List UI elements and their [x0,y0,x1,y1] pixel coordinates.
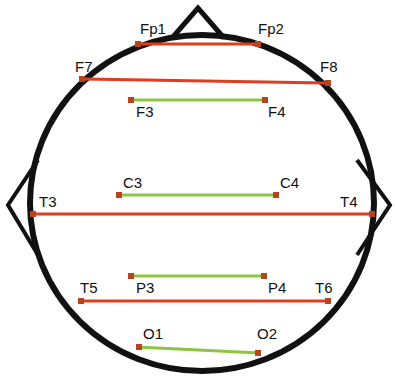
electrode-pair-line [122,194,273,197]
electrode-marker: Fp1 [135,41,141,47]
electrode-label: T3 [39,194,57,209]
electrode-label: T5 [80,280,98,295]
electrode-marker: F8 [325,80,331,86]
electrode-marker: O1 [136,344,142,350]
electrode-label: F7 [75,59,93,74]
electrode-marker: T5 [78,298,84,304]
electrode-pair-line [141,43,255,46]
electrode-marker: Fp2 [255,41,261,47]
electrode-label: F3 [136,104,154,119]
electrode-marker: P3 [128,273,134,279]
electrode-marker: C4 [273,192,279,198]
electrode-pair-line [84,300,325,303]
electrode-label: O1 [143,326,163,341]
electrode-label: O2 [257,326,277,341]
head-circle [30,35,374,371]
electrode-pair-line [142,347,255,353]
electrode-label: F4 [268,104,286,119]
electrode-label: C4 [280,175,299,190]
electrode-marker: F4 [262,97,268,103]
electrode-label: T4 [340,194,358,209]
electrode-label: Fp2 [258,21,284,36]
electrode-label: F8 [320,59,338,74]
electrode-marker: F7 [79,76,85,82]
electrode-label: T6 [315,280,333,295]
electrode-marker: F3 [128,97,134,103]
electrode-marker: C3 [116,192,122,198]
electrode-pair-line [134,275,261,278]
electrode-pair-line [134,99,262,102]
electrode-marker: T4 [369,211,375,217]
electrode-marker: T6 [325,298,331,304]
electrode-pair-line [36,213,369,216]
electrode-marker: O2 [255,350,261,356]
electrode-marker: T3 [30,211,36,217]
electrode-label: C3 [123,175,142,190]
electrode-label: Fp1 [140,21,166,36]
electrode-label: P3 [136,280,154,295]
electrode-marker: P4 [261,273,267,279]
electrode-pair-line [85,79,325,83]
electrode-label: P4 [268,280,286,295]
